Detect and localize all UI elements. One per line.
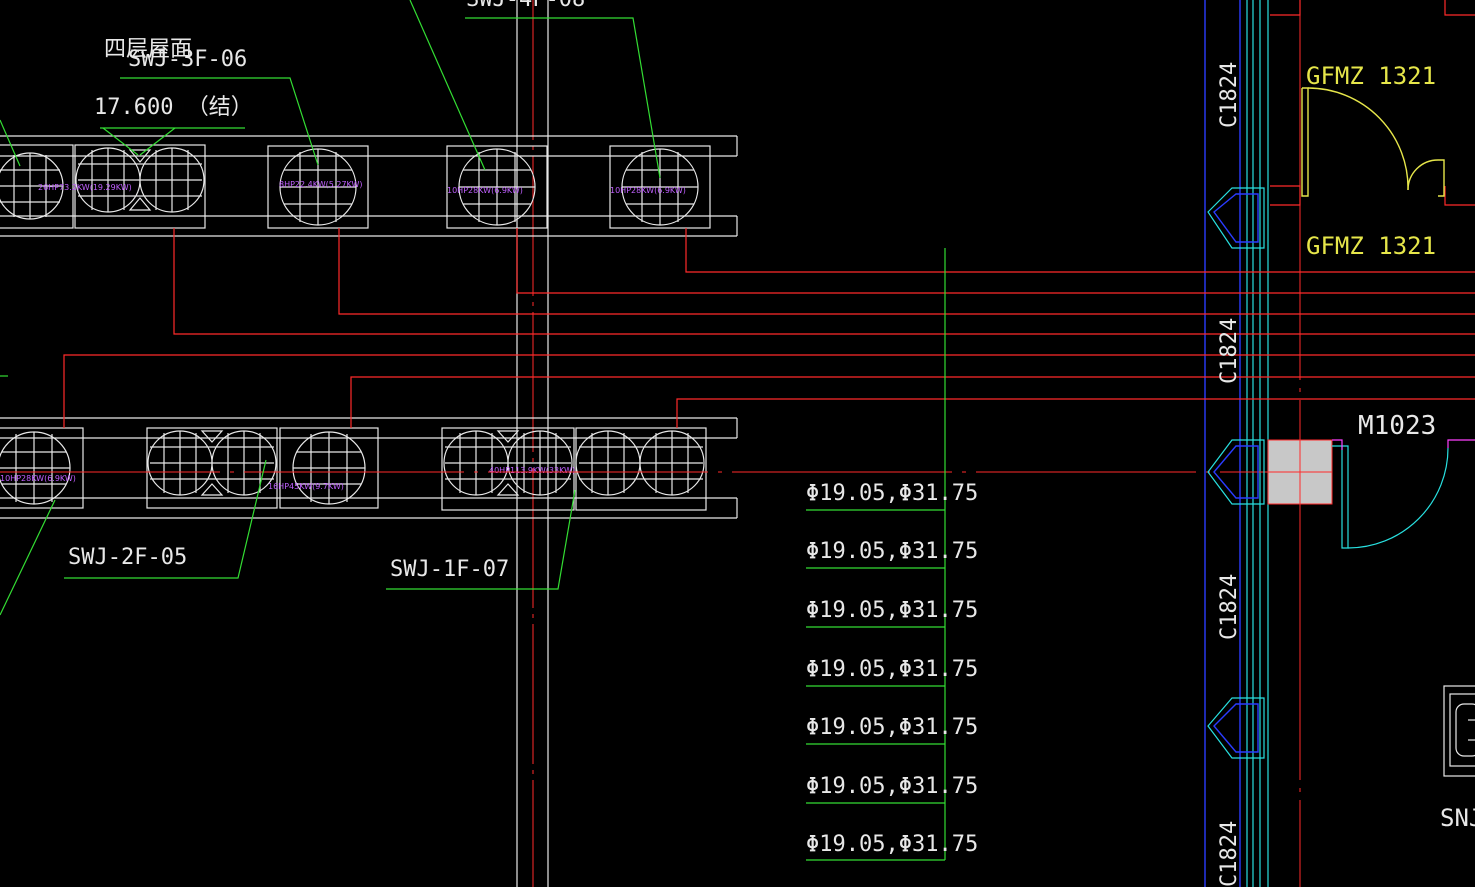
unit-label-right-cut: SNJ-	[1440, 804, 1475, 832]
pipe-spec-5: Φ19.05,Φ31.75	[806, 715, 978, 740]
room-walls	[1270, 0, 1475, 206]
pipe-spec-2: Φ19.05,Φ31.75	[806, 539, 978, 564]
unit-tag-bottom-3: 40HP113.9KW(33KW)	[489, 466, 575, 475]
unit-label-top-cut: SWJ-4F-08	[466, 0, 585, 12]
outdoor-unit-top-2[interactable]	[267, 145, 369, 229]
outdoor-unit-top-1[interactable]	[0, 144, 74, 229]
indoor-unit-partial[interactable]	[1443, 685, 1475, 777]
unit-label-2f05: SWJ-2F-05	[68, 545, 187, 570]
pipe-spec-1: Φ19.05,Φ31.75	[806, 481, 978, 506]
pipe-spec-table	[806, 248, 946, 861]
window-tag-1: C1824	[1217, 62, 1242, 128]
floor-note: 四层屋面	[104, 37, 192, 62]
door-swing-icon[interactable]	[1301, 87, 1445, 197]
door-tag-m1023: M1023	[1358, 411, 1436, 441]
unit-tag-top-1: 26HP73.2KW(19.29KW)	[38, 183, 132, 192]
fire-door-tag-1: GFMZ 1321	[1306, 62, 1436, 90]
unit-tag-bottom-1: 10HP28KW(6.9KW)	[0, 474, 76, 483]
bottom-unit-row	[0, 417, 738, 519]
leader-lines	[0, 0, 661, 616]
unit-tag-bottom-2: 16HP45KW(9.7KW)	[268, 482, 344, 491]
outdoor-unit-bottom-3[interactable]	[441, 427, 575, 511]
pipe-spec-6: Φ19.05,Φ31.75	[806, 774, 978, 799]
outdoor-unit-top-3[interactable]	[446, 145, 548, 229]
unit-label-3f06: SWJ-3F-06	[128, 47, 247, 72]
fire-door-tag-2: GFMZ 1321	[1306, 232, 1436, 260]
outdoor-unit-bottom-2b[interactable]	[279, 427, 379, 509]
unit-tag-top-4: 10HP28KW(6.9KW)	[610, 186, 686, 195]
outdoor-unit-top-1b[interactable]	[74, 144, 206, 229]
outdoor-unit-top-4[interactable]	[609, 145, 711, 229]
unit-label-1f07: SWJ-1F-07	[390, 557, 509, 582]
column-icon	[1267, 439, 1333, 505]
pipe-spec-7: Φ19.05,Φ31.75	[806, 832, 978, 857]
outdoor-unit-fan-icon	[0, 152, 64, 220]
window-tag-4: C1824	[1217, 821, 1242, 887]
pipe-spec-3: Φ19.05,Φ31.75	[806, 598, 978, 623]
pipe-spec-4: Φ19.05,Φ31.75	[806, 657, 978, 682]
wall-window-symbols	[1207, 187, 1265, 759]
structural-grid	[516, 0, 1301, 887]
refrigerant-pipes	[63, 228, 1475, 428]
outdoor-unit-bottom-1[interactable]	[0, 427, 84, 509]
unit-tag-top-3: 10HP28KW(6.9KW)	[447, 186, 523, 195]
elevation-label: 17.600 （结）	[94, 95, 253, 120]
unit-tag-top-2: 8HP22.4KW(5.27KW)	[279, 180, 363, 189]
window-tag-3: C1824	[1217, 574, 1242, 640]
window-tag-2: C1824	[1217, 318, 1242, 384]
door-m1023-swing[interactable]	[1332, 439, 1475, 549]
outdoor-unit-bottom-3b[interactable]	[575, 427, 707, 511]
